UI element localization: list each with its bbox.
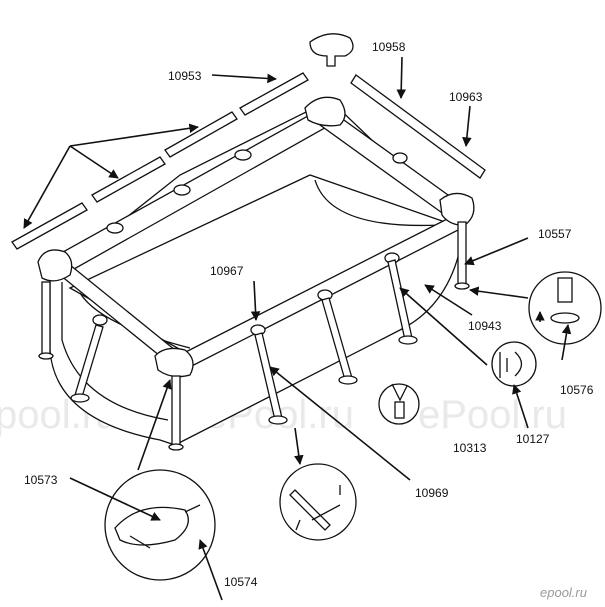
- watermark-right: ePool.ru: [418, 393, 567, 437]
- label-10943: 10943: [468, 319, 502, 333]
- top-rail-frame: [44, 109, 463, 373]
- label-10557: 10557: [538, 227, 572, 241]
- label-10576: 10576: [560, 383, 594, 397]
- label-10963: 10963: [449, 90, 483, 104]
- corner-joints: [37, 96, 475, 378]
- leader-arrows: [23, 56, 572, 601]
- label-10953: 10953: [168, 69, 202, 83]
- label-10313: 10313: [453, 441, 487, 455]
- part-labels: 10953 10958 10963 10557 10967 10943 1057…: [24, 40, 594, 589]
- label-10573: 10573: [24, 473, 58, 487]
- label-10127: 10127: [516, 432, 550, 446]
- label-10969: 10969: [415, 486, 449, 500]
- label-10574: 10574: [224, 575, 258, 589]
- label-10958: 10958: [372, 40, 406, 54]
- exploded-rails: [11, 33, 486, 250]
- legs: [38, 221, 470, 451]
- site-logo: epool.ru: [540, 585, 587, 600]
- detail-callouts: [104, 271, 602, 581]
- label-10967: 10967: [210, 264, 244, 278]
